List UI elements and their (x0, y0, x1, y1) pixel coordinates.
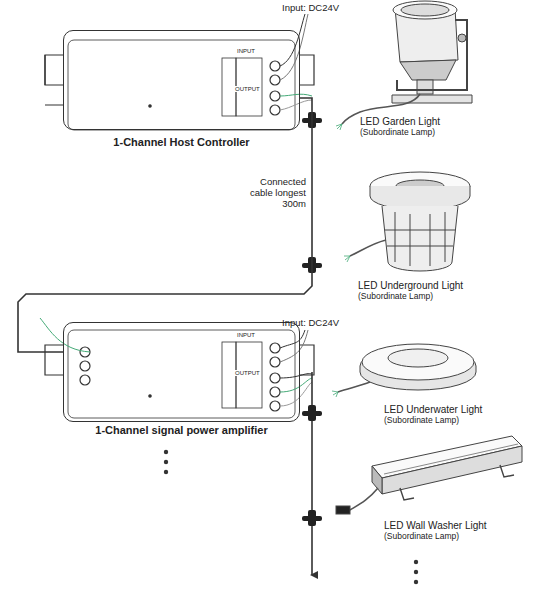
garden-light: LED Garden Light(Subordinate Lamp) (360, 116, 440, 137)
device-housing (63, 30, 300, 130)
host-controller: 1-Channel Host Controller (63, 30, 300, 130)
lamp-role: (Subordinate Lamp) (384, 531, 487, 541)
lamp-role: (Subordinate Lamp) (358, 291, 463, 301)
device-name: 1-Channel Host Controller (113, 136, 249, 148)
garden-light-picture (336, 1, 472, 130)
host-controller-body (45, 40, 314, 130)
terminal-label: OUTPUT (235, 370, 260, 376)
lamp-name: LED Wall Washer Light (384, 520, 487, 531)
bus-cable (311, 372, 313, 575)
device-name: 1-Channel signal power amplifier (95, 424, 267, 436)
terminal-label: INPUT (237, 332, 255, 338)
output-wires (40, 94, 312, 406)
terminal-label: OUTPUT (235, 86, 260, 92)
connecting-cable (18, 98, 312, 352)
lamp-name: LED Garden Light (360, 116, 440, 127)
cable-note: Connected cable longest 300m (236, 176, 306, 209)
lamp-name: LED Underground Light (358, 280, 463, 291)
terminal-label: INPUT (237, 48, 255, 54)
lamp-name: LED Underwater Light (384, 404, 482, 415)
amplifier-body (45, 330, 314, 418)
wall-washer-light: LED Wall Washer Light(Subordinate Lamp) (384, 520, 487, 541)
lamp-role: (Subordinate Lamp) (360, 127, 440, 137)
underground-light: LED Underground Light(Subordinate Lamp) (358, 280, 463, 301)
underground-light-picture (344, 172, 470, 271)
underwater-light-picture (332, 344, 476, 397)
device-housing (63, 322, 300, 422)
underwater-light: LED Underwater Light(Subordinate Lamp) (384, 404, 482, 425)
signal-amplifier: 1-Channel signal power amplifier (63, 322, 300, 422)
lamp-role: (Subordinate Lamp) (384, 415, 482, 425)
power-input-label: Input: DC24V (282, 2, 339, 13)
power-input-label: Input: DC24V (282, 317, 339, 328)
wall-washer-picture (336, 436, 522, 514)
